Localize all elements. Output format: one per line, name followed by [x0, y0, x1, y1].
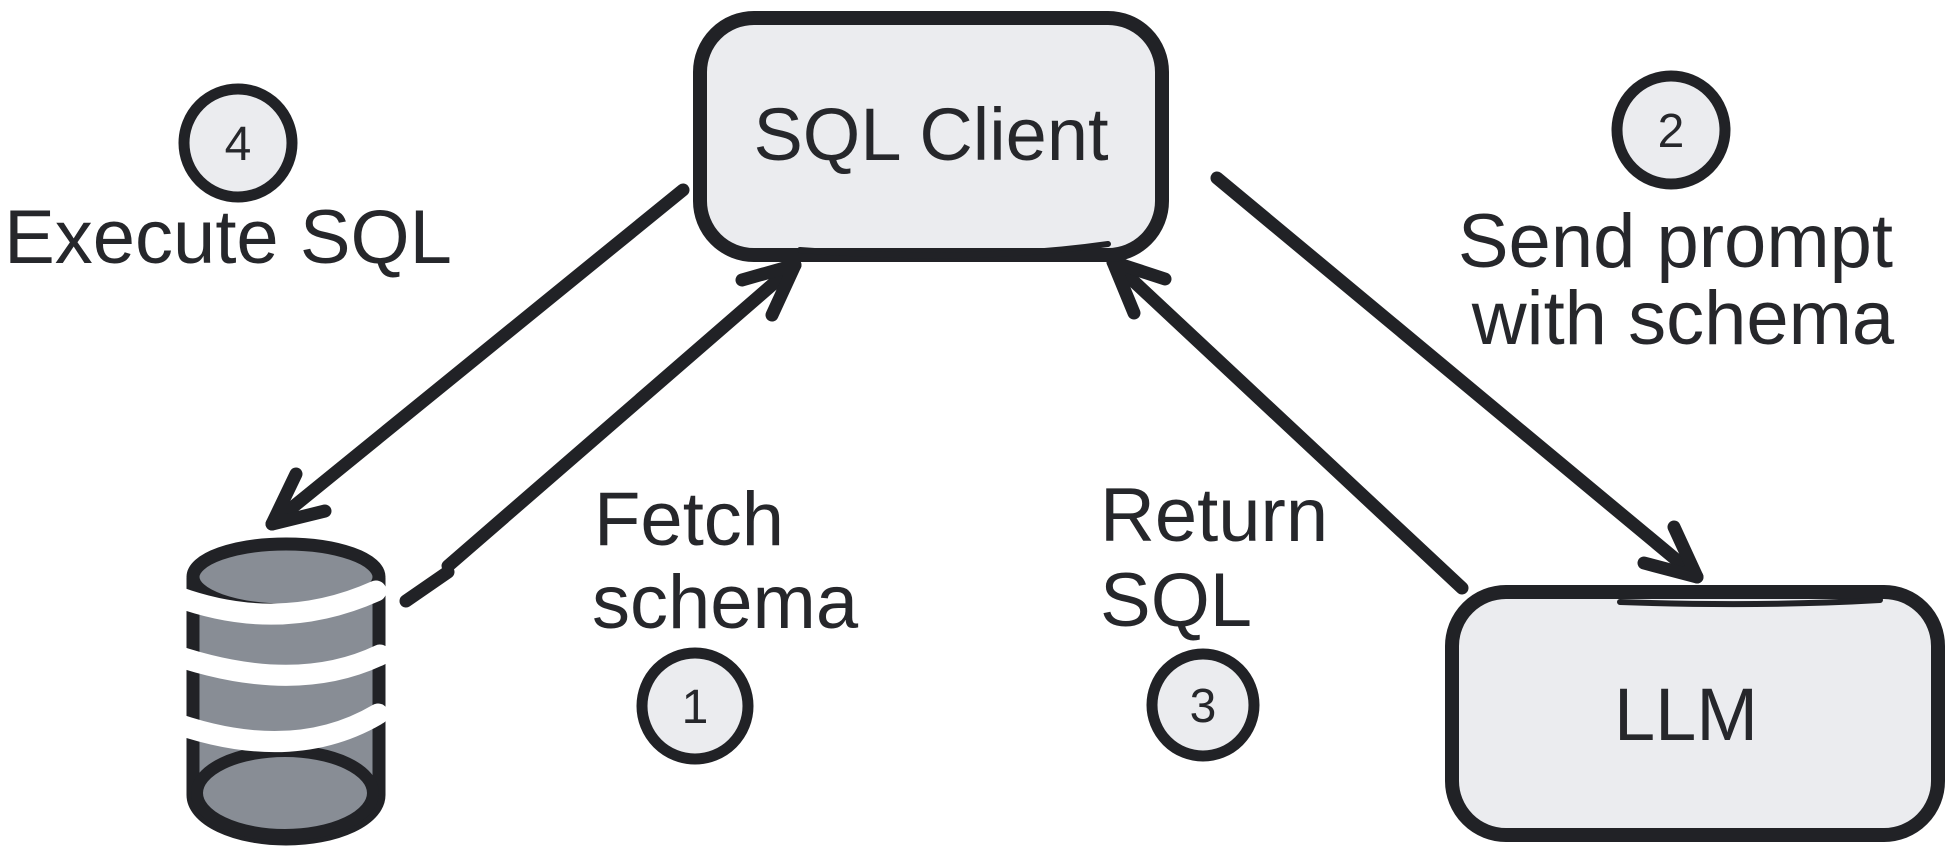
sql-client-node: SQL Client [693, 11, 1169, 262]
step-2-label: Send prompt with schema [1458, 199, 1914, 361]
llm-box [1445, 585, 1945, 842]
step-2-number: 2 [1658, 105, 1685, 158]
send-prompt-arrow [1210, 171, 1704, 584]
database-bottom-cap [191, 745, 379, 841]
database-band-3 [155, 703, 389, 752]
llm-sketch-stroke [1617, 597, 1883, 608]
step-3-number: 3 [1190, 680, 1217, 733]
step-2-badge [1611, 70, 1731, 190]
step-3-label: Return SQL [1100, 473, 1349, 643]
step-2-group: 2 Send prompt with schema [1458, 70, 1914, 361]
step-4-label: Execute SQL [4, 195, 452, 280]
database-band-1 [167, 580, 387, 625]
execute-sql-arrow [265, 183, 690, 531]
llm-node: LLM [1445, 585, 1945, 842]
llm-label: LLM [1614, 673, 1758, 756]
step-3-group: Return SQL 3 [1100, 473, 1349, 762]
step-4-group: 4 Execute SQL [4, 83, 452, 280]
sql-client-label: SQL Client [753, 93, 1109, 176]
step-1-number: 1 [682, 681, 709, 734]
fetch-schema-arrow [399, 258, 802, 608]
return-sql-arrow [1106, 255, 1469, 595]
step-4-number: 4 [225, 118, 252, 171]
sql-client-sketch-stroke [797, 241, 1111, 259]
step-1-badge [636, 647, 754, 765]
step-1-label: Fetch schema [592, 477, 859, 645]
step-1-group: Fetch schema 1 [592, 477, 859, 765]
database-band-2 [149, 639, 391, 686]
database-cylinder-icon [149, 537, 391, 846]
step-4-badge [178, 83, 298, 203]
step-3-badge [1146, 648, 1260, 762]
